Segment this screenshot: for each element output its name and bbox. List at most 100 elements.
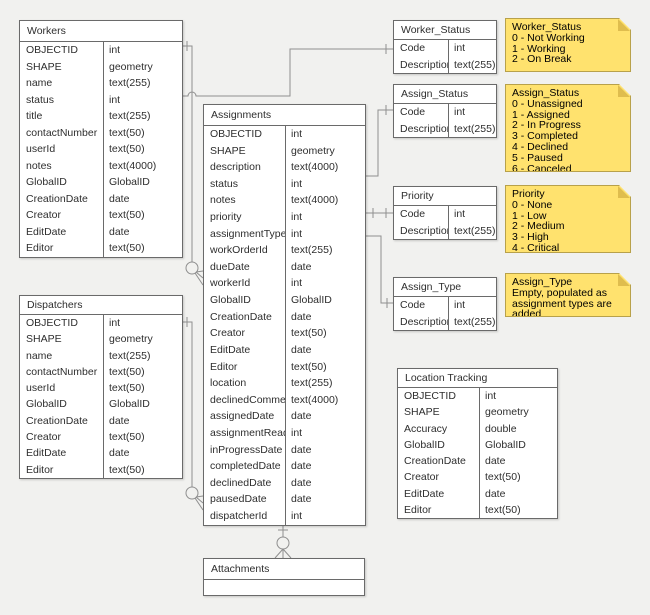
sticky-note-assign_type[interactable]: Assign_Type Empty, populated as assignme…	[505, 273, 631, 317]
field-name: OBJECTID	[26, 317, 78, 329]
note-line: 1 - Assigned	[512, 108, 570, 121]
field-type: date	[103, 190, 182, 207]
field-type: date	[103, 223, 182, 240]
field-name: Creator	[210, 327, 246, 340]
connector-workers-worker-status[interactable]	[183, 44, 393, 97]
connector-assignments-assign-status[interactable]	[366, 105, 393, 177]
connector-assignments-assign-type[interactable]	[366, 235, 393, 308]
field-type: text(50)	[103, 207, 182, 224]
connector-dispatchers-assignments[interactable]	[183, 317, 204, 511]
field-type: geometry	[479, 404, 557, 421]
note-line: 3 - Completed	[512, 130, 578, 143]
field-name: SHAPE	[26, 333, 62, 346]
field-name: Description	[400, 315, 448, 328]
field-type: geometry	[103, 331, 182, 348]
field-row[interactable]: SHAPE geometry	[20, 331, 182, 348]
field-type: text(255)	[103, 347, 182, 364]
connector-assignments-priority[interactable]	[366, 208, 393, 218]
field-name: workOrderId	[210, 244, 268, 257]
field-type: int	[285, 209, 365, 226]
entity-table-attachments[interactable]: Attachments	[203, 558, 365, 596]
connector-workers-assignments[interactable]	[183, 41, 204, 286]
field-row[interactable]: declinedCommenttext(4000)	[204, 391, 365, 409]
connector-assignments-attachments[interactable]	[274, 523, 292, 559]
field-row[interactable]	[204, 580, 364, 595]
